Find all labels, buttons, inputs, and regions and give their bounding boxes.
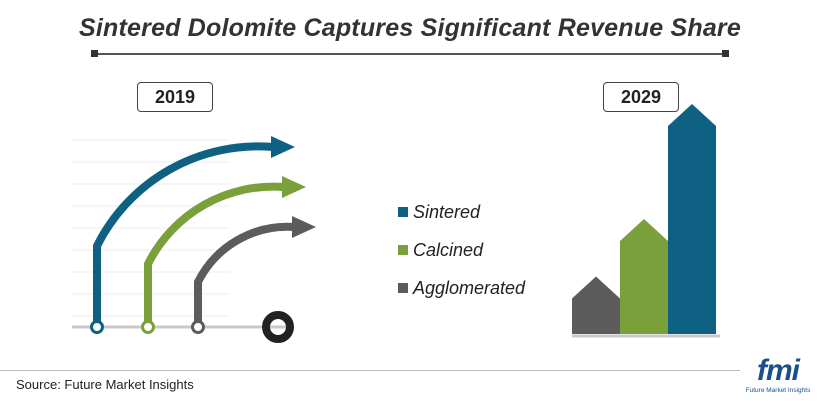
legend-item-calcined: Calcined [398, 231, 525, 269]
bar-sintered [668, 104, 716, 334]
arrowhead-calcined [282, 176, 306, 198]
legend-swatch-agglomerated [398, 283, 408, 293]
bar-agglomerated [572, 276, 620, 334]
start-node-calcined [141, 320, 155, 334]
arc-sintered [93, 142, 274, 322]
start-node-agglomerated [191, 320, 205, 334]
legend-swatch-sintered [398, 207, 408, 217]
legend: Sintered Calcined Agglomerated [398, 193, 525, 307]
bar-calcined [620, 219, 668, 334]
legend-label-agglomerated: Agglomerated [413, 277, 526, 298]
chart-title: Sintered Dolomite Captures Significant R… [79, 14, 741, 42]
end-ring [262, 311, 294, 343]
legend-swatch-calcined [398, 245, 408, 255]
legend-label-sintered: Sintered [413, 201, 481, 222]
source-text: Source: Future Market Insights [16, 377, 194, 392]
fmi-logo: fmi Future Market Insights [742, 356, 814, 398]
start-node-sintered [90, 320, 104, 334]
arcs-2019 [90, 136, 316, 334]
legend-item-sintered: Sintered [398, 193, 525, 231]
arrowhead-agglomerated [292, 216, 316, 238]
arc-calcined [144, 182, 285, 322]
logo-text: fmi [757, 354, 800, 387]
arrowhead-sintered [271, 136, 295, 158]
arc-agglomerated [194, 222, 295, 322]
title-rule-cap-right [722, 50, 729, 57]
logo-subtext: Future Market Insights [745, 387, 811, 394]
legend-item-agglomerated: Agglomerated [398, 269, 525, 307]
title-rule-cap-left [91, 50, 98, 57]
footer-rule [0, 370, 740, 371]
year-box-2029: 2029 [603, 82, 679, 112]
bars-2029 [572, 104, 716, 334]
title-underline [95, 53, 725, 55]
legend-label-calcined: Calcined [413, 239, 484, 260]
year-box-2019: 2019 [137, 82, 213, 112]
